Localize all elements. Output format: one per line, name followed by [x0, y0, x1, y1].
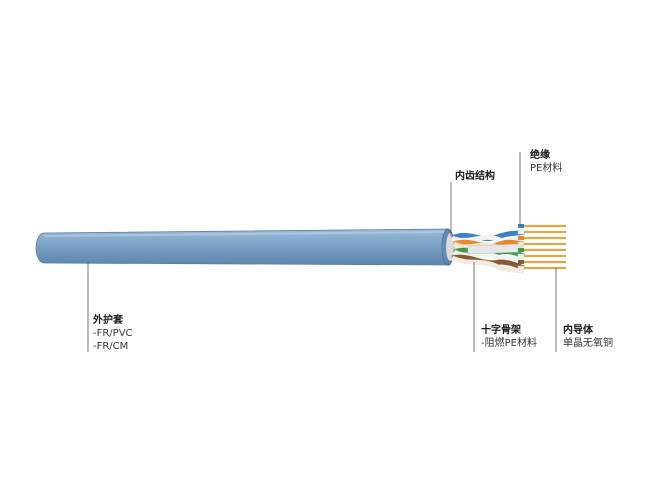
- inner-structure-label: 内齿结构: [455, 170, 495, 183]
- leader-lines: [87, 152, 557, 352]
- jacket-label-line-2: -FR/CM: [93, 341, 129, 352]
- jacket-label-line-1: -FR/PVC: [93, 328, 133, 339]
- jacket-label-title: 外护套: [93, 315, 123, 326]
- insulation-stubs: [517, 224, 525, 271]
- cross-filler-label-title: 十字骨架: [481, 325, 521, 336]
- cross-filler: [467, 243, 521, 255]
- insulation-label-line: PE材料: [530, 163, 563, 174]
- jacket-label: 外护套 -FR/PVC -FR/CM: [93, 314, 133, 353]
- outer-jacket: [35, 228, 451, 266]
- inner-structure-label-title: 内齿结构: [455, 171, 495, 182]
- cross-filler-label: 十字骨架 -阻燃PE材料: [481, 324, 537, 350]
- copper-conductors: [524, 224, 566, 270]
- conductor-label-title: 内导体: [563, 325, 593, 336]
- conductor-label-line: 单晶无氧铜: [563, 338, 613, 349]
- conductor-label: 内导体 单晶无氧铜: [563, 324, 613, 350]
- cross-filler-label-line: -阻燃PE材料: [481, 338, 537, 349]
- insulation-label-title: 绝缘: [530, 150, 550, 161]
- insulation-label: 绝缘 PE材料: [530, 149, 562, 175]
